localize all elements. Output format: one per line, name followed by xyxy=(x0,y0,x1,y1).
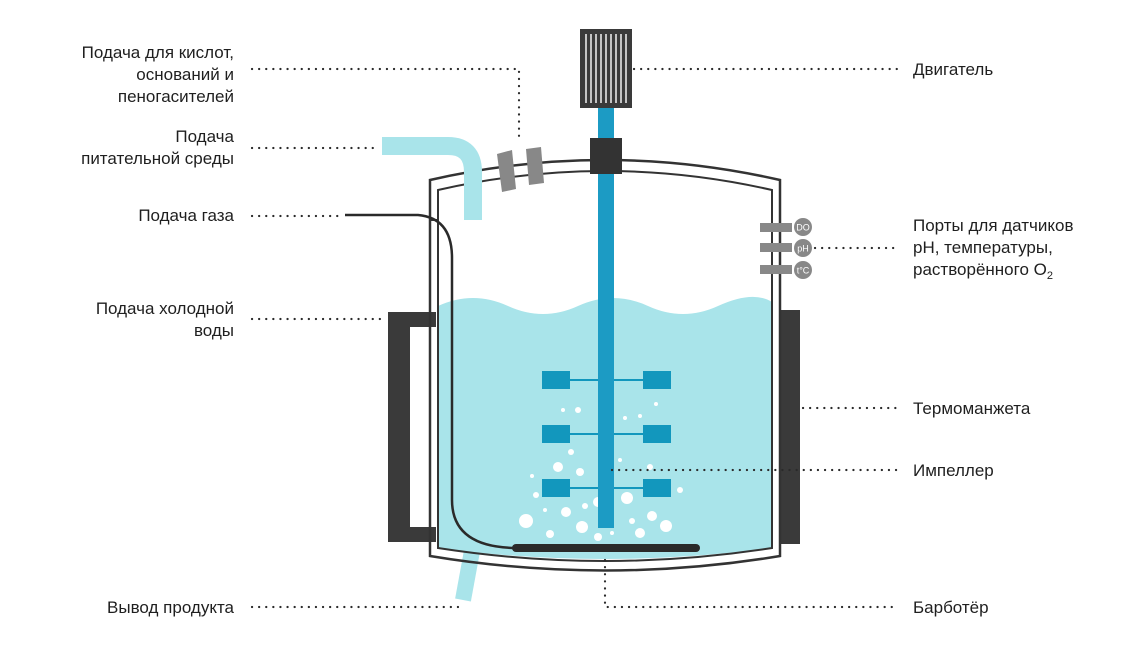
shaft xyxy=(598,107,614,528)
impeller xyxy=(542,371,671,497)
product-outlet-pipe xyxy=(455,538,482,602)
label-cold-water-feed: Подача холодной воды xyxy=(95,299,234,340)
label-sparger: Барботёр xyxy=(913,598,989,617)
sensor-ports: DO pH t°C xyxy=(760,218,812,279)
thermo-jacket-right xyxy=(780,310,800,544)
medium-feed-pipe xyxy=(382,137,482,220)
sparger xyxy=(512,544,700,552)
leader-sparger xyxy=(603,558,900,609)
label-impeller: Импеллер xyxy=(913,461,994,480)
vessel-outer-wall xyxy=(428,158,782,572)
motor xyxy=(580,29,632,108)
port-do-label: DO xyxy=(796,223,810,233)
label-motor: Двигатель xyxy=(913,60,994,79)
leader-lines xyxy=(250,67,900,609)
port-t-label: t°C xyxy=(797,266,810,276)
vessel-inner-wall xyxy=(437,170,773,562)
leader-acid xyxy=(250,67,521,142)
label-sensor-ports: Порты для датчиков pH, температуры, раст… xyxy=(913,216,1074,282)
label-acid-feed: Подача для кислот, оснований и пеногасит… xyxy=(81,43,234,106)
acid-feed-ports xyxy=(497,147,544,192)
gas-line xyxy=(345,213,519,550)
label-gas-feed: Подача газа xyxy=(138,206,234,225)
label-product-outlet: Вывод продукта xyxy=(107,598,234,617)
shaft-seal xyxy=(590,138,622,174)
thermo-jacket-left xyxy=(388,312,436,542)
label-medium-feed: Подача питательной среды xyxy=(81,127,234,168)
port-ph-label: pH xyxy=(797,244,809,254)
label-thermo-jacket: Термоманжета xyxy=(913,399,1031,418)
